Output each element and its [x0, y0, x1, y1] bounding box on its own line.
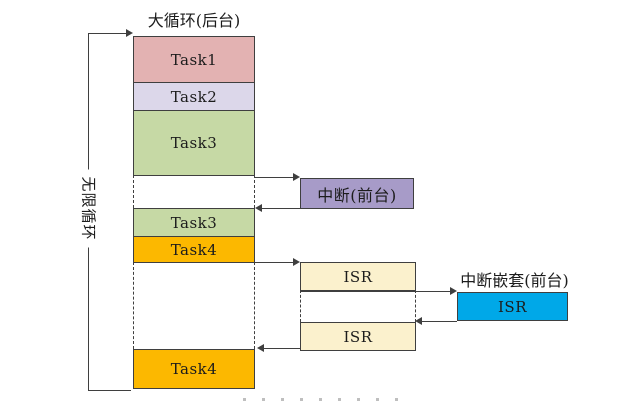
- task1-box: Task1: [133, 36, 255, 83]
- task3-first-box: Task3: [133, 110, 255, 176]
- dashed-left-edge-gap1: [133, 175, 134, 208]
- isr-second-box: ISR: [300, 322, 416, 351]
- task2-box: Task2: [133, 82, 255, 111]
- arrow-head-nested-return-icon: [415, 317, 422, 325]
- infinite-loop-line-bottom: [88, 390, 131, 391]
- cropped-caption-remnant: [243, 398, 408, 401]
- loop-arrow-head-icon: [126, 29, 133, 37]
- arrow-line-isr-to-nested: [301, 291, 450, 292]
- arrow-line-isr-return: [264, 348, 301, 349]
- arrow-head-isr-to-nested-icon: [450, 287, 457, 295]
- task3-second-box: Task3: [133, 208, 255, 237]
- dashed-right-edge-gap2: [254, 262, 255, 349]
- arrow-head-task4-to-isr-icon: [293, 258, 300, 266]
- dashed-left-edge-isr-gap: [300, 290, 301, 322]
- task4-first-box: Task4: [133, 236, 255, 263]
- infinite-loop-label: 无限循环: [78, 169, 98, 248]
- dashed-right-edge-isr-gap: [415, 290, 416, 322]
- isr-nested-box: ISR: [457, 292, 568, 321]
- arrow-line-task3-to-interrupt: [255, 177, 294, 178]
- nested-interrupt-label: 中断嵌套(前台): [460, 271, 569, 290]
- dashed-left-edge-gap2: [133, 262, 134, 349]
- task4-second-box: Task4: [133, 349, 255, 389]
- isr-first-box: ISR: [300, 262, 416, 291]
- arrow-line-interrupt-return: [262, 208, 300, 209]
- interrupt-foreground-box: 中断(前台): [300, 178, 414, 209]
- background-loop-title: 大循环(后台): [147, 11, 241, 30]
- arrow-head-interrupt-return-icon: [255, 204, 262, 212]
- arrow-line-task4-to-isr: [255, 262, 293, 263]
- arrow-line-nested-return: [422, 321, 457, 322]
- arrow-head-isr-return-icon: [257, 344, 264, 352]
- infinite-loop-line-top: [88, 33, 127, 34]
- arrow-head-task3-to-interrupt-icon: [293, 173, 300, 181]
- dashed-right-edge-gap1: [254, 175, 255, 208]
